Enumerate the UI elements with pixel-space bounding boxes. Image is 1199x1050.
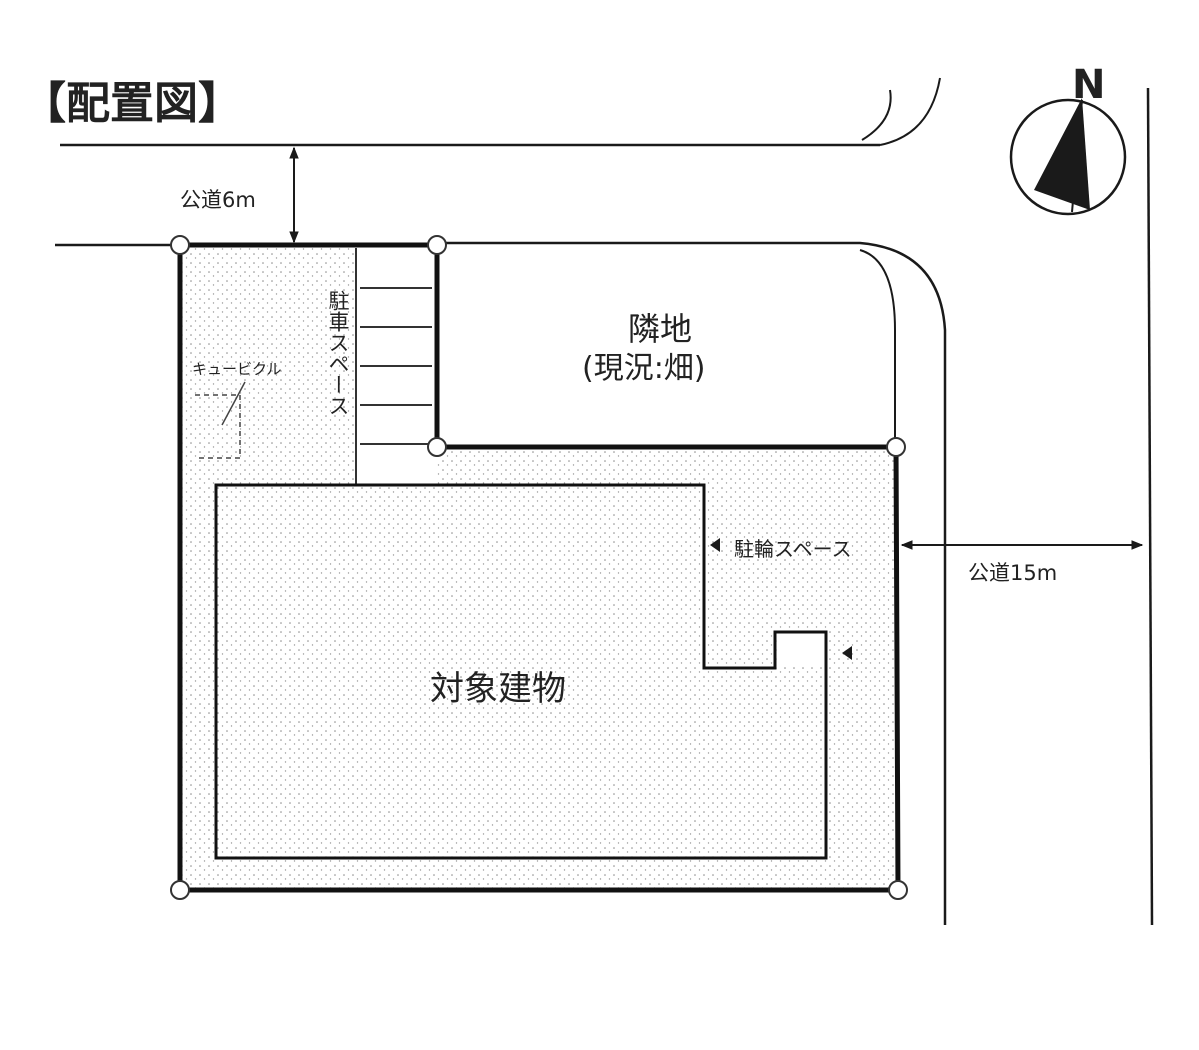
diagram-title: 【配置図】 — [22, 78, 242, 129]
target-building-label: 対象建物 — [430, 669, 566, 709]
bicycle-space-arrows — [710, 538, 852, 660]
parking-space-label: 駐車スペース — [326, 290, 350, 416]
cubicle-marker — [195, 381, 246, 459]
target-building — [214, 483, 828, 860]
cubicle-label: キュービクル — [192, 360, 282, 378]
compass-north-label: N — [1072, 62, 1105, 108]
north-road — [55, 77, 947, 925]
parking-space-area — [355, 248, 436, 486]
neighbor-lot-label: 隣地 — [628, 310, 692, 348]
compass-icon — [1009, 98, 1127, 216]
site-lot-area — [180, 245, 898, 890]
boundary-markers — [170, 235, 908, 900]
neighbor-lot-status: (現況:畑) — [582, 351, 706, 386]
east-road — [900, 87, 1154, 926]
east-road-label: 公道15m — [968, 561, 1057, 585]
bicycle-space-label: 駐輪スペース — [734, 537, 852, 561]
north-road-label: 公道6m — [180, 188, 256, 212]
